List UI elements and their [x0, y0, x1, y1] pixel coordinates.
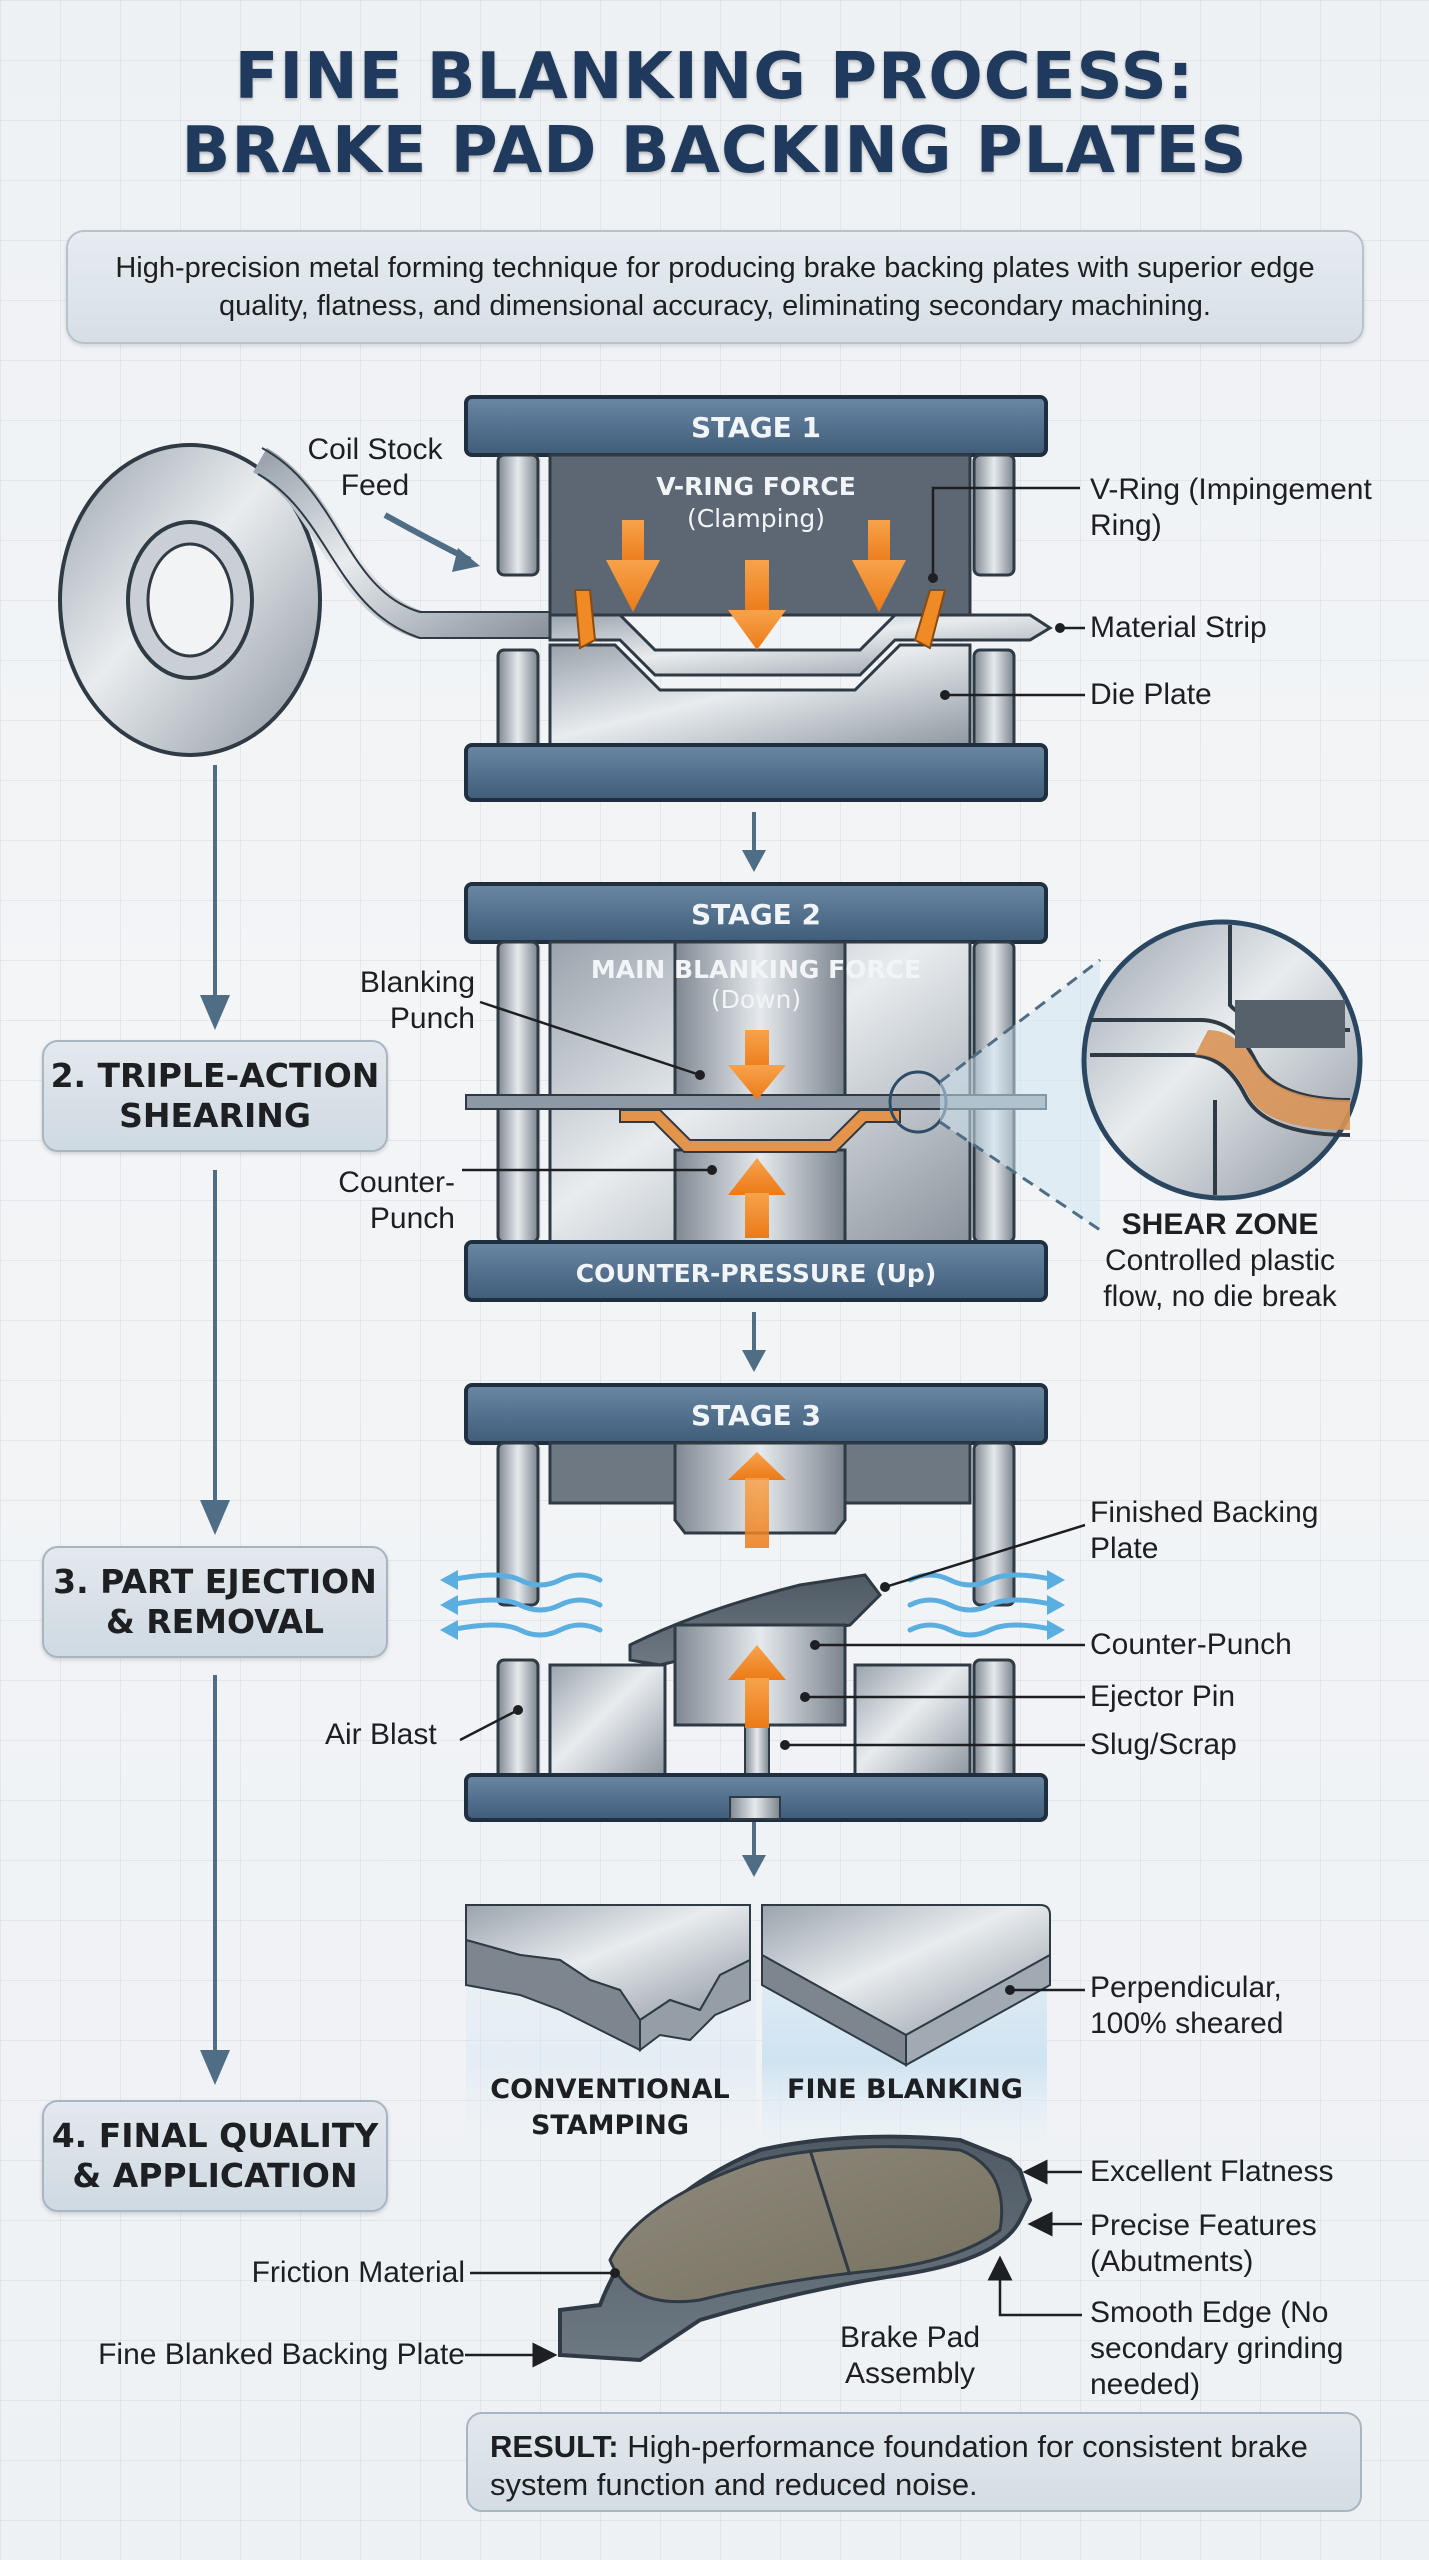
brake-pad-assembly-label: Brake Pad Assembly [839, 2321, 981, 2390]
svg-text:MAIN BLANKING FORCE: MAIN BLANKING FORCE [591, 955, 921, 984]
title-line-1: FINE BLANKING PROCESS: [234, 40, 1195, 114]
svg-text:V-RING FORCE: V-RING FORCE [656, 472, 856, 501]
title-line-2: BRAKE PAD BACKING PLATES [181, 114, 1248, 188]
step-4-box: 4. FINAL QUALITY & APPLICATION [42, 2100, 388, 2212]
conventional-stamping-label: CONVENTIONAL STAMPING [490, 2074, 730, 2141]
ejector-pin-label: Ejector Pin [1090, 1680, 1236, 1713]
step-2-box: 2. TRIPLE-ACTION SHEARING [42, 1040, 388, 1152]
precise-features-label: Precise Features (Abutments) [1090, 2209, 1317, 2278]
svg-text:COUNTER-PRESSURE (Up): COUNTER-PRESSURE (Up) [576, 1259, 937, 1288]
flow-line-left [200, 765, 230, 2085]
force-arrow-up-icon [728, 1158, 786, 1238]
coil-stock-feed-label: Coil Stock Feed [307, 433, 443, 502]
coil-icon [58, 443, 560, 757]
brake-pad-assembly [465, 2134, 1082, 2368]
svg-text:(Down): (Down) [711, 985, 801, 1014]
die-plate-label: Die Plate [1090, 678, 1212, 711]
result-prefix: RESULT: [490, 2429, 619, 2464]
shear-zone-magnifier [1081, 919, 1363, 1201]
friction-material-label: Friction Material [251, 2256, 465, 2289]
shear-zone-title: SHEAR ZONE [1121, 1208, 1319, 1241]
force-arrow-down-icon [606, 520, 906, 650]
v-ring-left [573, 589, 597, 650]
v-ring-right [913, 589, 947, 650]
flow-arrows-center [742, 812, 766, 1877]
blanking-punch-label: Blanking Punch [359, 966, 475, 1035]
stage-2-press: STAGE 2 MAIN BLANKING FORCE (Down) COUNT… [462, 882, 1363, 1302]
perpendicular-sheared-label: Perpendicular, 100% sheared [1090, 1971, 1284, 2040]
feed-arrow-icon [452, 548, 480, 572]
ejection-arrow-up-icon [728, 1645, 786, 1728]
subtitle-text: High-precision metal forming technique f… [115, 252, 1315, 322]
material-strip-label: Material Strip [1090, 611, 1267, 644]
svg-text:(Clamping): (Clamping) [687, 504, 825, 533]
fine-blanked-backing-plate-label: Fine Blanked Backing Plate [98, 2338, 465, 2371]
result-box: RESULT: High-performance foundation for … [466, 2412, 1362, 2512]
stage-1-press: STAGE 1 V-RING FORCE (Clamping) [58, 395, 1085, 802]
subtitle-box: High-precision metal forming technique f… [66, 230, 1364, 344]
fine-blanking-label: FINE BLANKING [787, 2074, 1023, 2105]
excellent-flatness-label: Excellent Flatness [1090, 2155, 1334, 2188]
svg-text:STAGE 3: STAGE 3 [691, 1399, 821, 1432]
page-title: FINE BLANKING PROCESS: BRAKE PAD BACKING… [0, 40, 1429, 188]
step-3-box: 3. PART EJECTION & REMOVAL [42, 1546, 388, 1658]
svg-text:STAGE 2: STAGE 2 [691, 898, 821, 931]
counter-punch-label-stage3: Counter-Punch [1090, 1628, 1292, 1661]
shear-zone-description: Controlled plastic flow, no die break [1103, 1244, 1337, 1313]
air-blast-icon [447, 1572, 1058, 1638]
edge-comparison [465, 1904, 1085, 2165]
finished-backing-plate-label: Finished Backing Plate [1090, 1496, 1319, 1565]
v-ring-label: V-Ring (Impingement Ring) [1090, 473, 1372, 542]
ejection-arrow-up-icon [728, 1452, 786, 1548]
counter-punch-label: Counter-Punch [338, 1166, 455, 1235]
flow-arrow-icon [200, 1500, 230, 1535]
stage-3-press: STAGE 3 [440, 1383, 1086, 1822]
slug-scrap-label: Slug/Scrap [1090, 1728, 1237, 1761]
flow-arrow-icon [200, 2050, 230, 2085]
smooth-edge-label: Smooth Edge (No secondary grinding neede… [1090, 2296, 1344, 2401]
stage-1-title: STAGE 1 [691, 411, 821, 444]
force-arrow-down-icon [728, 1030, 786, 1100]
air-blast-label: Air Blast [325, 1718, 437, 1751]
flow-arrow-icon [200, 995, 230, 1030]
result-text: High-performance foundation for consiste… [490, 2429, 1308, 2502]
friction-material [608, 2145, 1004, 2304]
